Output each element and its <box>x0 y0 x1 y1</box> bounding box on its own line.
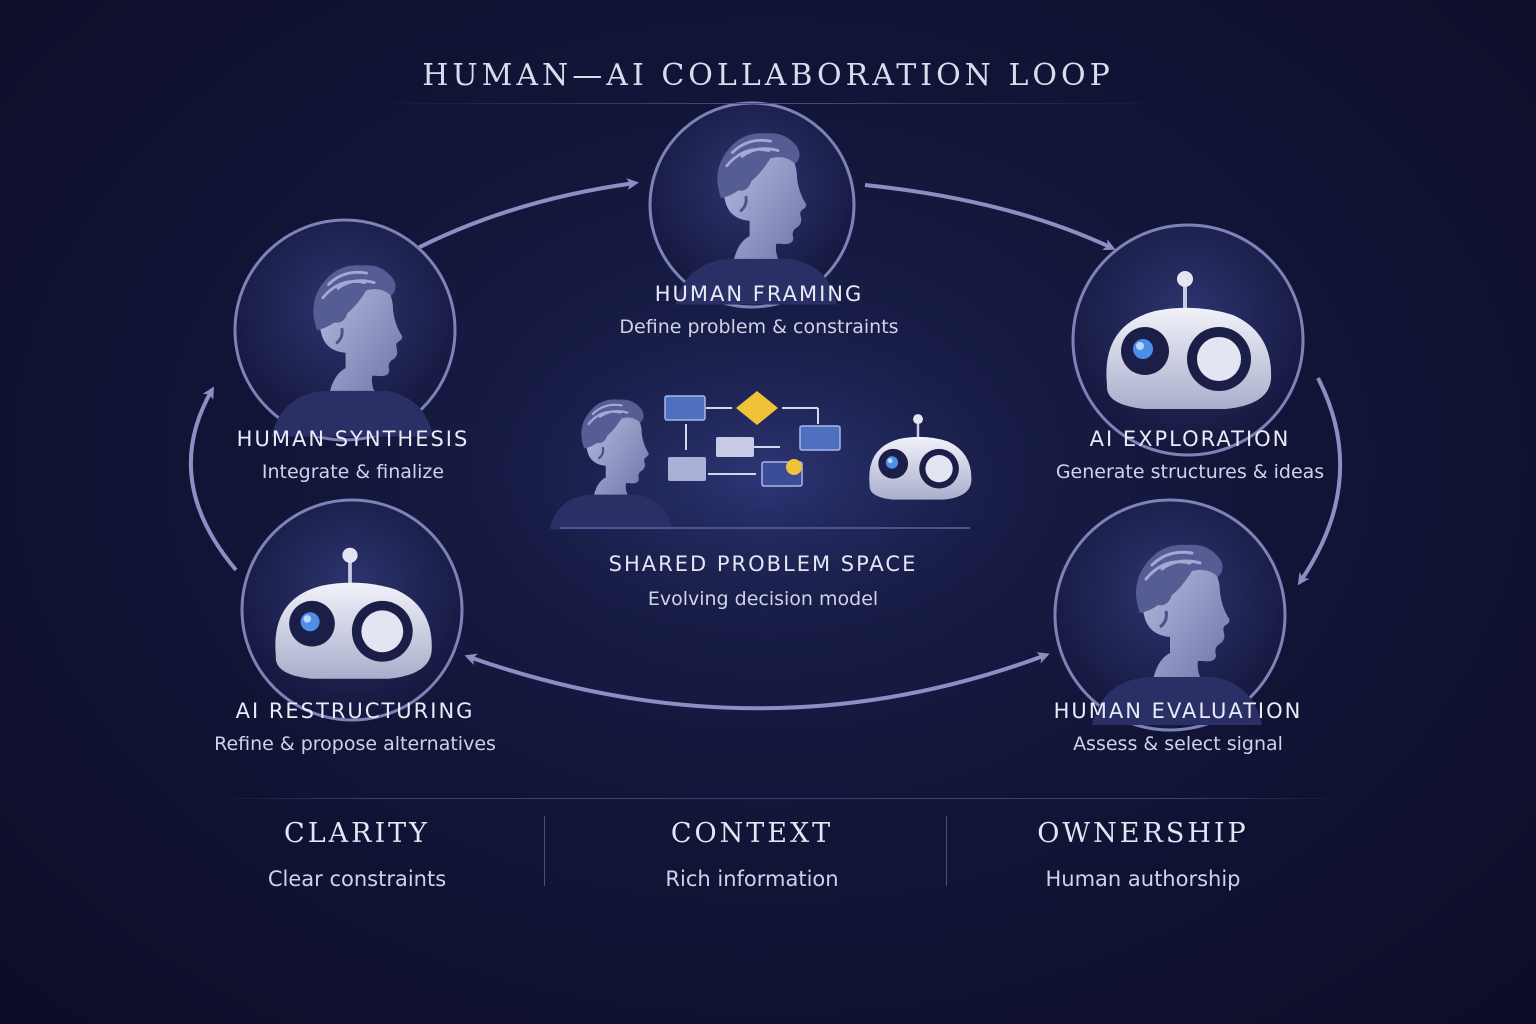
node-framing-title: HUMAN FRAMING <box>654 282 864 306</box>
shared-problem-space: SHARED PROBLEM SPACE Evolving decision m… <box>463 552 1063 610</box>
flow-connectors <box>685 407 819 475</box>
node-evaluation-subtitle: Assess & select signal <box>1073 733 1283 755</box>
node-evaluation-circle <box>1053 498 1287 732</box>
shared-space-title: SHARED PROBLEM SPACE <box>608 552 918 576</box>
flow-box <box>664 395 706 421</box>
pillar-ownership: OWNERSHIP Human authorship <box>943 818 1343 891</box>
shared-space-illustration <box>548 391 973 531</box>
node-exploration-subtitle: Generate structures & ideas <box>1055 461 1325 483</box>
pillar-context: CONTEXT Rich information <box>552 818 952 891</box>
node-evaluation-title: HUMAN EVALUATION <box>1053 699 1303 723</box>
flow-box <box>799 425 841 451</box>
pillar-context-title: CONTEXT <box>670 818 834 849</box>
flow-dot <box>786 459 802 475</box>
flow-box <box>716 437 754 457</box>
node-restructuring: AI RESTRUCTURING Refine & propose altern… <box>145 699 565 755</box>
pillar-separator <box>544 816 545 886</box>
pillar-context-subtitle: Rich information <box>665 867 839 891</box>
arrow-evaluation-restructuring <box>464 652 1050 711</box>
node-synthesis-title: HUMAN SYNTHESIS <box>236 427 470 451</box>
pillar-clarity-subtitle: Clear constraints <box>267 867 447 891</box>
arrow-restructuring-to-synthesis <box>188 386 238 572</box>
node-exploration: AI EXPLORATION Generate structures & ide… <box>980 427 1400 483</box>
arrow-exploration-to-evaluation <box>1297 377 1343 586</box>
node-exploration-title: AI EXPLORATION <box>1089 427 1291 451</box>
node-restructuring-circle <box>240 498 464 722</box>
node-exploration-circle <box>1071 223 1305 457</box>
node-synthesis: HUMAN SYNTHESIS Integrate & finalize <box>143 427 563 483</box>
node-synthesis-subtitle: Integrate & finalize <box>261 461 445 483</box>
pillar-separator <box>946 816 947 886</box>
bottom-divider <box>210 798 1350 799</box>
pillar-ownership-subtitle: Human authorship <box>1045 867 1241 891</box>
center-glow <box>465 290 1065 630</box>
arrow-framing-to-exploration <box>864 183 1116 251</box>
arrow-synthesis-to-framing <box>409 178 639 254</box>
node-framing: HUMAN FRAMING Define problem & constrain… <box>549 282 969 338</box>
pillar-ownership-title: OWNERSHIP <box>1037 818 1249 849</box>
node-framing-subtitle: Define problem & constraints <box>619 316 899 338</box>
flow-diamond <box>736 391 778 425</box>
node-framing-circle <box>648 101 856 309</box>
node-evaluation: HUMAN EVALUATION Assess & select signal <box>968 699 1388 755</box>
diagram-title: HUMAN—AI COLLABORATION LOOP <box>422 58 1114 93</box>
shared-space-subtitle: Evolving decision model <box>647 588 879 610</box>
node-synthesis-circle <box>233 218 457 442</box>
title-divider <box>370 103 1170 104</box>
node-restructuring-title: AI RESTRUCTURING <box>235 699 475 723</box>
node-restructuring-subtitle: Refine & propose alternatives <box>214 733 496 755</box>
flow-box <box>668 457 706 481</box>
pillar-clarity-title: CLARITY <box>284 818 430 849</box>
pillar-clarity: CLARITY Clear constraints <box>157 818 557 891</box>
